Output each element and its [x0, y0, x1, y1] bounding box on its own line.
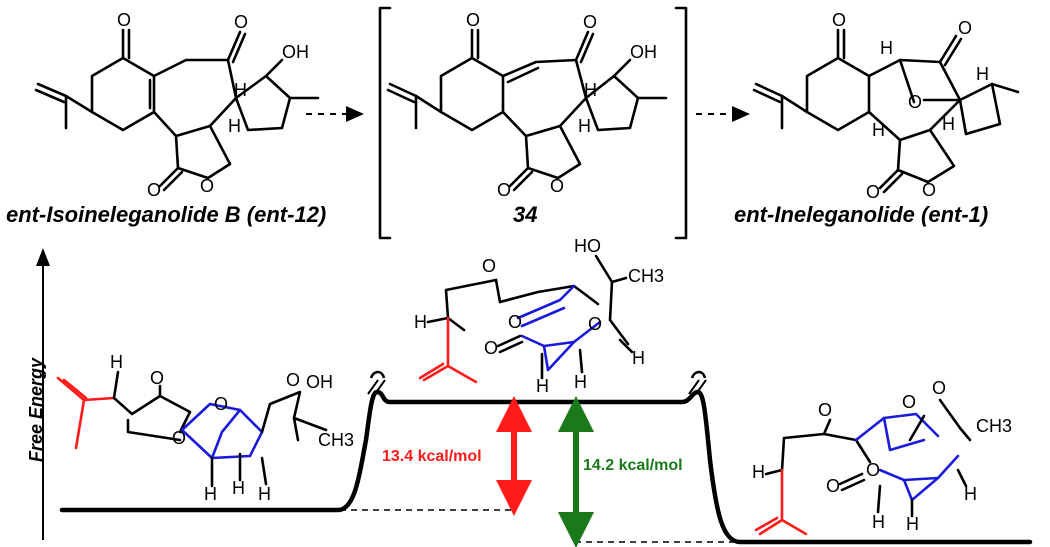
bracket-right [674, 6, 688, 240]
compound-ent-12-structure: O O OH H H O O [34, 10, 320, 200]
y-axis [36, 248, 50, 540]
atom-h-34-1: H [584, 80, 597, 100]
atom-o-ent1-2: O [958, 18, 972, 38]
atom-o-34-3: O [497, 180, 511, 200]
bracket-left [378, 6, 392, 240]
y-axis-label: Free Energy [26, 357, 46, 462]
compound-name-middle: 34 [513, 202, 537, 227]
atom-3d-p-ch3: CH3 [976, 416, 1012, 436]
atom-3d-r-h3: H [232, 478, 245, 498]
barrier-label-green: 14.2 kcal/mol [583, 457, 683, 474]
atom-3d-r-o3: O [286, 370, 300, 390]
compound-name-left: ent-Isoineleganolide B (ent-12) [6, 202, 326, 227]
atom-o-ent1-3: O [866, 182, 880, 202]
atom-3d-ts-o1: O [482, 256, 496, 276]
atom-o-ent1-4: O [922, 180, 936, 200]
atom-3d-ts-h2: H [536, 376, 549, 396]
structure-3d-product: O H O O CH3 O O H H H [752, 378, 1012, 536]
atom-3d-r-oh: OH [306, 372, 333, 392]
atom-3d-ts-o3: O [588, 314, 602, 334]
atom-o-ketone-1: O [117, 10, 131, 30]
atom-3d-p-h1: H [752, 462, 765, 482]
atom-3d-r-o4: O [172, 428, 186, 448]
atom-h-34-2: H [578, 116, 591, 136]
atom-3d-ts-ho: HO [574, 236, 601, 256]
energy-profile [59, 389, 1033, 545]
reaction-arrow-1 [306, 106, 364, 122]
atom-3d-ts-h4: H [632, 348, 645, 368]
atom-o-34-1: O [466, 10, 480, 30]
peak-break-2 [688, 370, 707, 395]
atom-o-lactone-co: O [147, 180, 161, 200]
atom-h-ent1-4: H [942, 114, 955, 134]
atom-3d-p-o5: O [826, 476, 840, 496]
atom-3d-r-h1: H [110, 352, 123, 372]
atom-h-2: H [228, 116, 241, 136]
atom-3d-p-o4: O [866, 460, 880, 480]
atom-3d-p-h3: H [906, 514, 919, 534]
atom-3d-p-o2: O [902, 392, 916, 412]
compound-name-right: ent-Ineleganolide (ent-1) [734, 202, 988, 227]
atom-o-34-2: O [583, 12, 597, 32]
atom-o-ketone-2: O [234, 12, 248, 32]
reaction-arrow-2 [696, 106, 750, 122]
atom-h-ent1-3: H [872, 120, 885, 140]
atom-o-34-4: O [550, 176, 564, 196]
atom-3d-p-h4: H [964, 484, 977, 504]
atom-o-lactone: O [200, 176, 214, 196]
peak-break-1 [367, 370, 386, 395]
compound-ent-1-structure: O O O H H H H O O [752, 10, 1020, 202]
structure-3d-reactant: H O O O OH CH3 O H H H [56, 352, 354, 504]
barrier-label-red: 13.4 kcal/mol [382, 448, 482, 465]
atom-3d-ts-h3: H [574, 372, 587, 392]
atom-o-ent1-bridge: O [908, 92, 922, 112]
atom-3d-ts-o4: O [484, 338, 498, 358]
atom-3d-p-o1: O [818, 400, 832, 420]
atom-3d-p-o3: O [932, 378, 946, 398]
atom-h-ent1-2: H [976, 64, 989, 84]
atom-3d-r-h2: H [204, 484, 217, 504]
atom-3d-ts-h1: H [414, 312, 427, 332]
compound-34-structure: O O OH H H O O [386, 10, 668, 200]
atom-3d-ts-ch3: CH3 [628, 266, 664, 286]
atom-3d-r-o2: O [214, 394, 228, 414]
atom-3d-p-h2: H [872, 512, 885, 532]
structure-3d-ts: O HO CH3 H O O O H H H [414, 236, 664, 396]
atom-3d-r-h4: H [258, 484, 271, 504]
atom-o-ent1-1: O [832, 10, 846, 30]
atom-oh-34: OH [630, 42, 657, 62]
atom-3d-r-o1: O [150, 368, 164, 388]
atom-3d-r-ch3: CH3 [318, 430, 354, 450]
atom-3d-ts-o2: O [508, 312, 522, 332]
atom-oh: OH [282, 42, 309, 62]
atom-h-ent1-1: H [880, 38, 893, 58]
atom-h-1: H [234, 80, 247, 100]
